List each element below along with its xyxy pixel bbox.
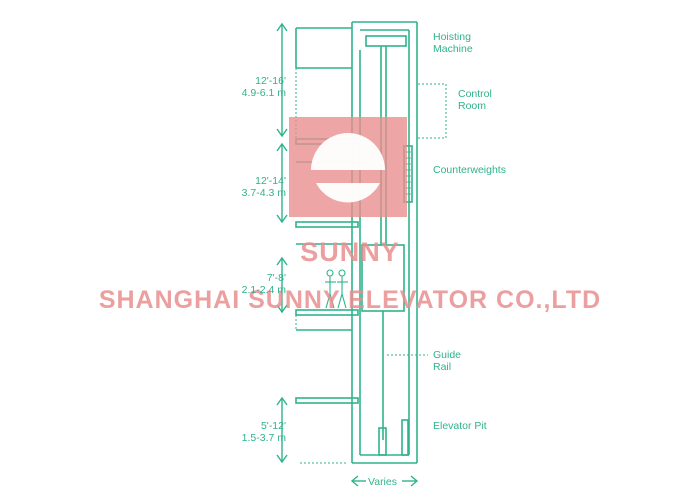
dimension-arrow-icon <box>276 22 419 487</box>
floor-slab-bottom <box>295 397 359 404</box>
floor-slab-lower <box>295 309 359 316</box>
label-guide-rail: Guide Rail <box>433 349 462 373</box>
sunny-logo-watermark <box>289 117 407 217</box>
label-counterweights: Counterweights <box>433 164 506 176</box>
counterweight-buffer <box>401 419 409 456</box>
dimension-machine-room: 12'-16' 4.9-6.1 m <box>241 75 286 99</box>
label-control-room: Control Room <box>458 88 492 112</box>
dimension-floor-height: 12'-14' 3.7-4.3 m <box>241 175 286 199</box>
label-hoisting-machine: Hoisting Machine <box>433 31 473 55</box>
hoisting-machine-box <box>365 35 407 47</box>
watermark-brand: SUNNY <box>300 237 400 267</box>
label-elevator-pit: Elevator Pit <box>433 420 487 432</box>
passenger-figures-icon <box>325 269 348 309</box>
watermark-company: SHANGHAI SUNNY ELEVATOR CO.,LTD <box>98 286 602 314</box>
floor-slab-middle <box>295 221 359 228</box>
label-varies: Varies <box>368 476 397 488</box>
dimension-pit-depth: 5'-12' 1.5-3.7 m <box>241 420 286 444</box>
dimension-car-height: 7'-8' 2.1-2.4 m <box>241 272 286 296</box>
car-buffer <box>378 427 387 456</box>
